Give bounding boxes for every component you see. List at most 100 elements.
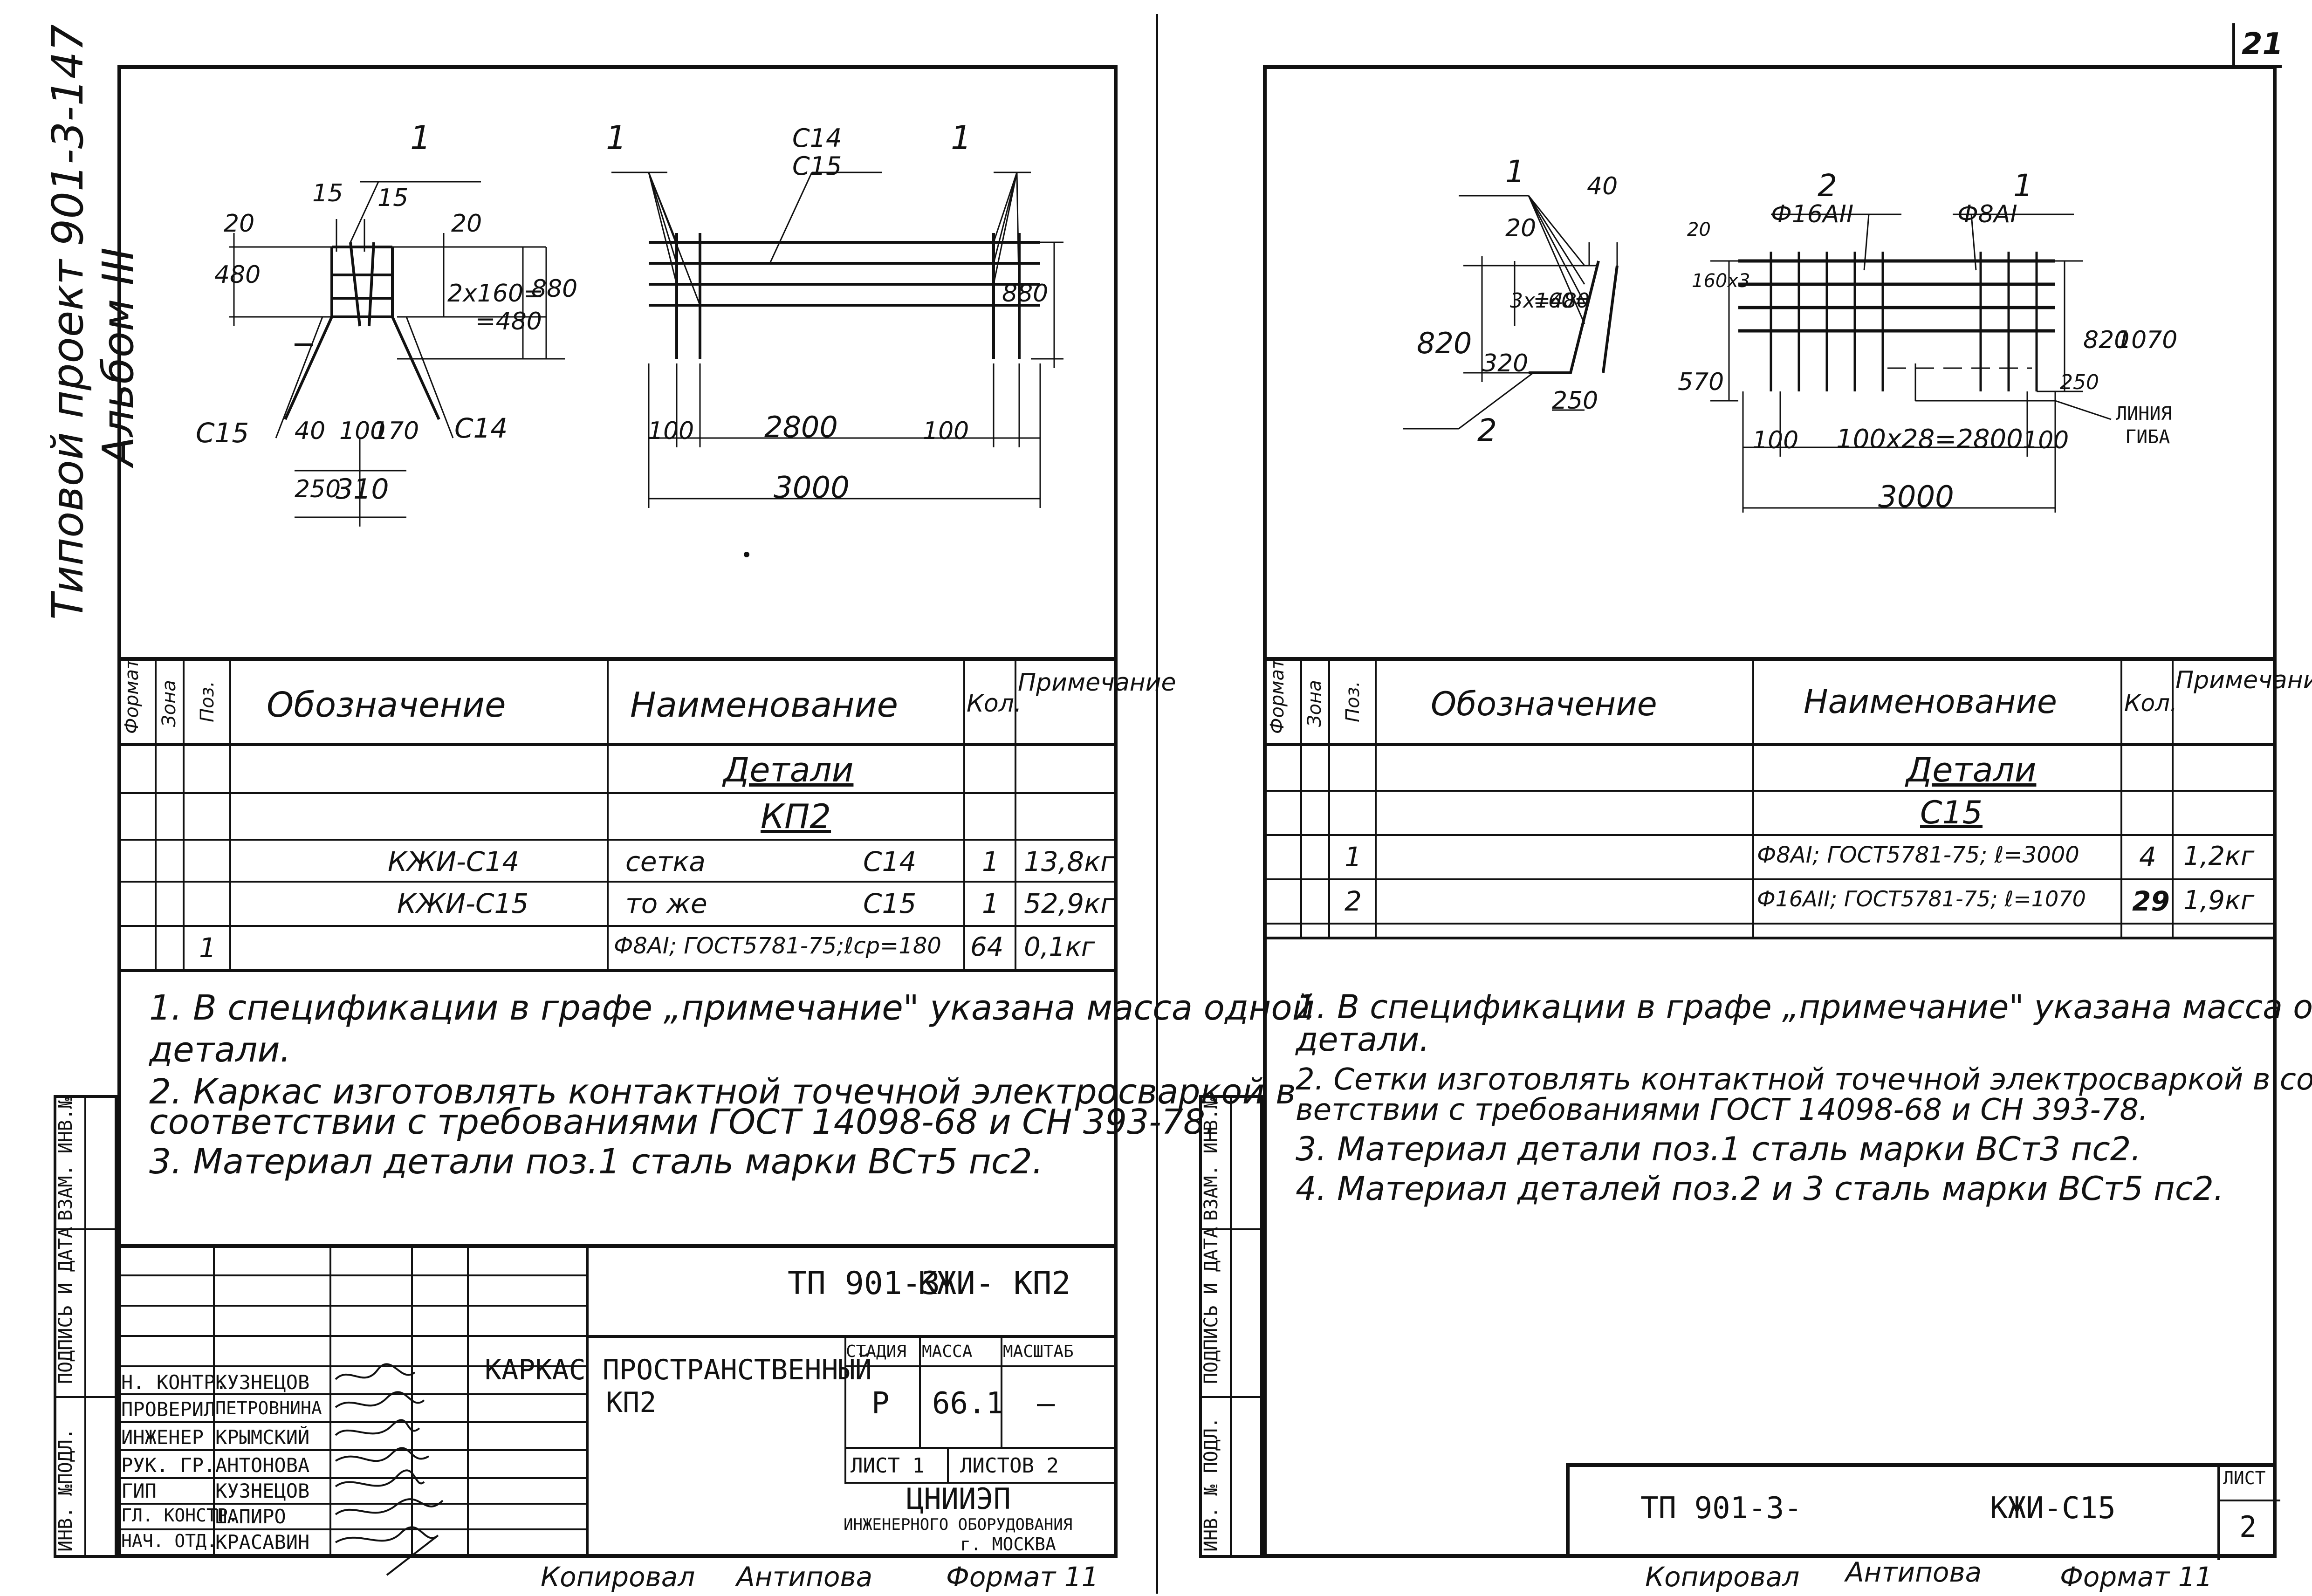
right-stamp-sheet-label: ЛИСТ [2223,1468,2266,1488]
right-stamp-sheet: 2 [2239,1510,2257,1544]
right-dim-3000: 3000 [1878,480,1954,514]
left-th-qty: Кол. [967,690,1022,718]
left-row3-name: Ф8АI; ГОСТ5781-75;ℓср=180 [614,933,941,959]
right-section-details: Детали [1906,750,2037,789]
right-row2-qty: 29 [2132,885,2170,917]
left-dim-3000: 3000 [774,471,850,505]
left-dim-40: 40 [295,417,326,445]
left-stamp-title1: КАРКАС ПРОСТРАНСТВЕННЫЙ [485,1354,872,1386]
left-note-2b: соответствии с требованиями ГОСТ 14098-6… [149,1102,1216,1142]
right-label-pos1-mesh: 1 [2013,168,2033,204]
left-footer-format: Формат 11 [946,1561,1099,1593]
right-dim-20a: 20 [1505,214,1537,242]
right-note-2: 2. Сетки изготовлять контактной точечной… [1296,1062,2312,1097]
left-th-name: Наименование [630,685,899,725]
right-frame-drawing [1403,195,2112,513]
right-row2-pos: 2 [1345,885,1362,917]
left-stamp-sheet: ЛИСТ 1 [851,1454,925,1478]
left-label-pos1-section: 1 [410,119,431,157]
left-dim-20a: 20 [224,210,255,238]
left-label-c15-bottom: С15 [196,417,249,449]
left-note-2: 2. Каркас изготовлять контактной точечно… [149,1072,1296,1112]
left-stamp-code: ТП 901-3 [788,1265,940,1302]
left-dim-880a: 880 [531,275,578,303]
right-dim-570: 570 [1678,368,1724,396]
right-th-pos: Поз. [1342,681,1364,722]
right-dim-480: =480 [1533,289,1590,313]
right-row2-note: 1,9кг [2183,885,2255,916]
left-th-pos: Поз. [197,681,218,722]
left-frame-drawing [229,171,1063,557]
right-th-designation: Обозначение [1431,685,1657,723]
right-label-pos2: 2 [1477,412,1497,448]
right-row1-note: 1,2кг [2183,841,2255,871]
left-person-name-2: ПЕТРОВНИНА [215,1398,322,1418]
left-stamp-mass-label: МАССА [922,1342,973,1361]
left-dim-480b: =480 [475,308,542,336]
left-stamp-org2: ИНЖЕНЕРНОГО ОБОРУДОВАНИЯ [844,1515,1073,1534]
left-row1-name2: С14 [863,846,917,877]
left-row1-note: 13,8кг [1024,846,1115,877]
left-title-block [117,1244,1118,1558]
left-th-zone: Зона [158,680,180,727]
left-note-1b: детали. [149,1030,291,1070]
left-stamp-stage: Р [871,1386,890,1421]
right-note-4: 4. Материал деталей поз.2 и 3 сталь марк… [1296,1170,2224,1208]
right-label-bar-b: Ф8АI [1957,200,2017,228]
right-note-3: 3. Материал детали поз.1 сталь марки ВСт… [1296,1130,2141,1168]
right-title-block [1566,1463,2280,1560]
left-person-role-5: ГИП [121,1480,157,1502]
left-stamp-title2: КП2 [606,1386,657,1419]
left-dim-2800: 2800 [764,410,838,444]
left-person-name-3: КРЫМСКИЙ [215,1426,310,1449]
right-dim-100x28: 100х28=2800 [1836,424,2023,454]
left-row3-qty: 64 [970,932,1004,962]
right-dim-100a: 100 [1752,426,1799,454]
right-row1-qty: 4 [2139,841,2156,873]
left-label-c14-top: С14 [792,123,842,153]
right-dim-320: 320 [1482,349,1529,377]
right-margin-label-inv: ИНВ. № ПОДЛ. [1201,1417,1222,1552]
left-person-role-2: ПРОВЕРИЛ [121,1398,216,1421]
left-person-role-7: НАЧ. ОТД. [121,1531,217,1551]
left-dim-100b: 100 [923,417,969,445]
left-row2-qty: 1 [982,888,999,919]
right-dim-160x3: 160х3 [1692,270,1750,292]
left-section-details: Детали [723,750,854,789]
right-section-c15: С15 [1920,795,1983,831]
right-row2-name: Ф16АII; ГОСТ5781-75; ℓ=1070 [1757,886,2086,911]
left-label-c15-top: С15 [792,151,842,181]
right-dim-40: 40 [1587,172,1618,200]
left-margin-label-vzam: ВЗАМ. ИНВ.№ [55,1097,76,1221]
left-dim-100: 100 [339,417,386,445]
left-row1-designation: КЖИ-С14 [388,846,520,877]
left-dim-20b: 20 [451,210,482,238]
left-dim-310: 310 [336,473,389,506]
left-margin-strip [54,1095,117,1558]
left-row2-note: 52,9кг [1024,888,1115,919]
left-note-3: 3. Материал детали поз.1 сталь марки ВСт… [149,1142,1043,1182]
right-label-pos1: 1 [1505,154,1525,190]
section-cage-outline [284,247,333,420]
left-row1-qty: 1 [982,846,999,877]
left-dim-15b: 15 [377,184,409,212]
right-note-1b: детали. [1296,1021,1430,1059]
left-footer-copied: Копировал [541,1561,695,1593]
left-dim-100a: 100 [648,417,694,445]
right-row1-name: Ф8АI; ГОСТ5781-75; ℓ=3000 [1757,842,2079,868]
right-label-bend2: ГИБА [2125,426,2170,448]
left-section-kp2: КП2 [761,797,831,836]
left-label-pos1-elev-left: 1 [606,119,627,157]
right-margin-label-sign: ПОДПИСЬ И ДАТА [1201,1226,1222,1384]
right-dim-250a: 250 [1552,387,1599,415]
left-stamp-sheets: ЛИСТОВ 2 [960,1454,1059,1478]
side-project-title: Типовой проект 901-3-147 [43,24,93,620]
right-footer-copied: Копировал [1645,1561,1800,1593]
left-dim-15a: 15 [312,179,343,207]
right-label-bar-a: Ф16АII [1771,200,1854,228]
left-person-role-3: ИНЖЕНЕР [121,1426,204,1449]
right-dim-820b: 820 [2083,326,2130,354]
right-note-2b: ветствии с требованиями ГОСТ 14098-68 и … [1296,1093,2148,1127]
right-stamp-code: ТП 901-3- [1640,1491,1802,1526]
left-row3-pos: 1 [199,932,216,964]
